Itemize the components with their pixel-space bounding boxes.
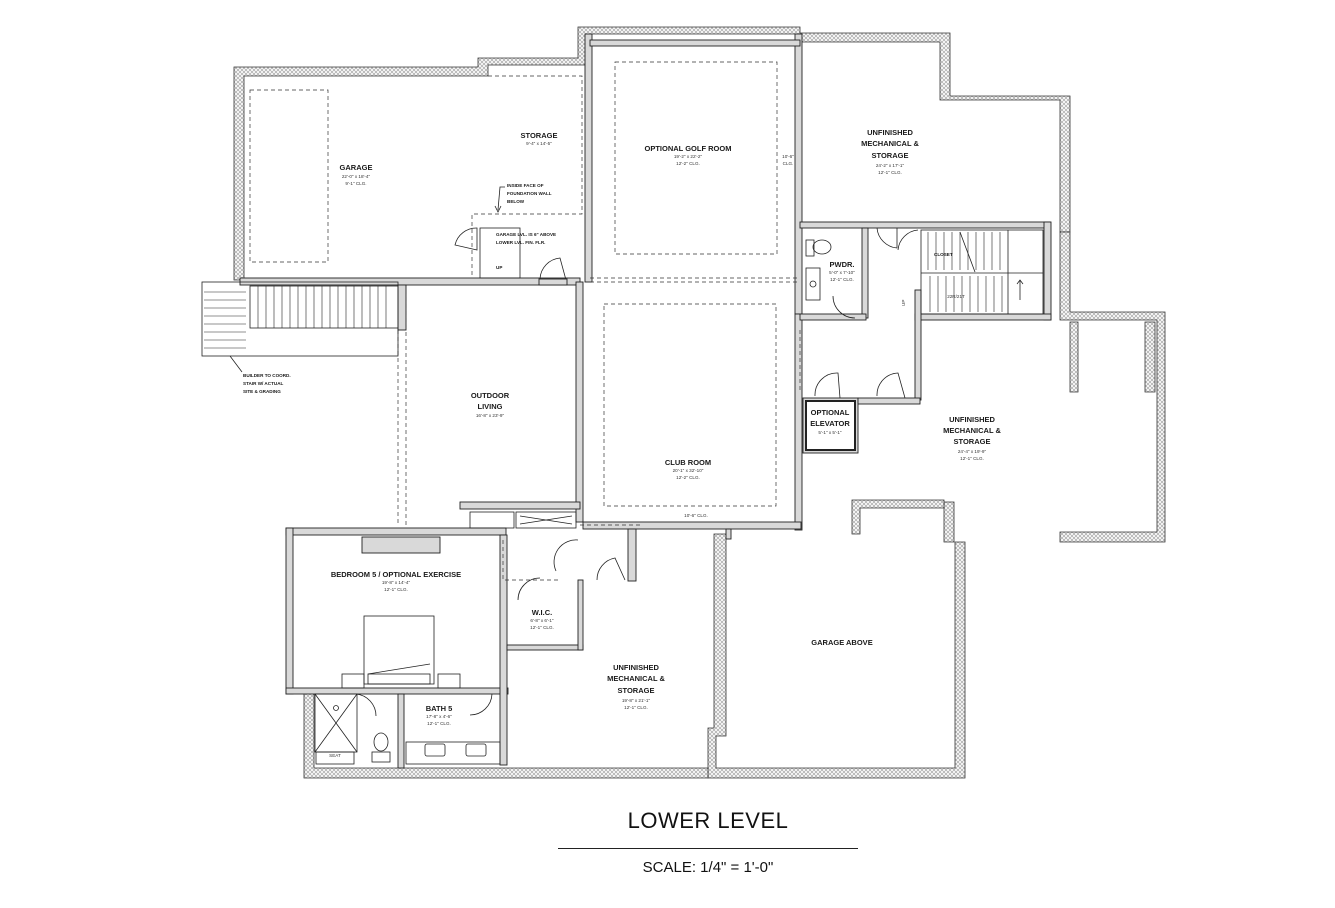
- svg-text:9'-4" x 14'-5": 9'-4" x 14'-5": [526, 141, 552, 146]
- svg-text:ELEVATOR: ELEVATOR: [810, 419, 850, 428]
- room-wic: W.I.C. 6'-8" x 6'-1" 12'-1" CLG.: [530, 608, 554, 630]
- svg-text:19'-8" x 14'-4": 19'-8" x 14'-4": [382, 580, 411, 585]
- svg-text:9'-1" CLG.: 9'-1" CLG.: [345, 181, 366, 186]
- svg-text:CLG.: CLG.: [783, 161, 794, 166]
- svg-text:12'-1" CLG.: 12'-1" CLG.: [830, 277, 854, 282]
- svg-text:MECHANICAL &: MECHANICAL &: [861, 139, 919, 148]
- room-unfinished-1: UNFINISHED MECHANICAL & STORAGE 24'-2" x…: [861, 128, 919, 175]
- room-bedroom: BEDROOM 5 / OPTIONAL EXERCISE 19'-8" x 1…: [331, 570, 461, 592]
- svg-text:5'-1" x 5'-1": 5'-1" x 5'-1": [818, 430, 842, 435]
- svg-text:BATH 5: BATH 5: [426, 704, 453, 713]
- svg-text:STORAGE: STORAGE: [521, 131, 558, 140]
- svg-text:UNFINISHED: UNFINISHED: [613, 663, 659, 672]
- plan-title: LOWER LEVEL: [627, 808, 789, 833]
- door-swings: [355, 227, 919, 717]
- svg-text:6'-8" x 6'-1": 6'-8" x 6'-1": [530, 618, 554, 623]
- svg-text:PWDR.: PWDR.: [830, 260, 855, 269]
- svg-text:FOUNDATION WALL: FOUNDATION WALL: [507, 191, 552, 196]
- svg-text:12'-2" CLG.: 12'-2" CLG.: [676, 161, 700, 166]
- svg-text:5'-0" x 7'-10": 5'-0" x 7'-10": [829, 270, 855, 275]
- svg-text:24'-4" x 19'-9": 24'-4" x 19'-9": [958, 449, 987, 454]
- svg-text:GARAGE ABOVE: GARAGE ABOVE: [811, 638, 872, 647]
- foundation-walls: [233, 26, 1166, 779]
- svg-text:17'-8" x 4'-6": 17'-8" x 4'-6": [426, 714, 452, 719]
- svg-text:12'-1" CLG.: 12'-1" CLG.: [878, 170, 902, 175]
- svg-text:STORAGE: STORAGE: [872, 151, 909, 160]
- room-pwdr: PWDR. 5'-0" x 7'-10" 12'-1" CLG.: [829, 260, 855, 282]
- svg-text:BEDROOM 5 / OPTIONAL EXERCISE: BEDROOM 5 / OPTIONAL EXERCISE: [331, 570, 461, 579]
- title-divider: [558, 848, 858, 849]
- svg-text:12'-1" CLG.: 12'-1" CLG.: [960, 456, 984, 461]
- svg-text:UP: UP: [901, 300, 906, 306]
- plan-scale: SCALE: 1/4" = 1'-0": [642, 859, 774, 876]
- room-club: CLUB ROOM 20'-1" x 32'-10" 12'-2" CLG.: [665, 458, 711, 480]
- svg-text:MECHANICAL &: MECHANICAL &: [607, 674, 665, 683]
- svg-text:22'-0" x 18'-4": 22'-0" x 18'-4": [342, 174, 371, 179]
- room-unfinished-3: UNFINISHED MECHANICAL & STORAGE 19'-8" x…: [607, 663, 665, 710]
- svg-text:UP: UP: [496, 265, 502, 270]
- floor-plan: GARAGE 22'-0" x 18'-4" 9'-1" CLG. STORAG…: [201, 26, 1166, 779]
- dashed-outlines: [249, 61, 801, 581]
- room-garage-above: GARAGE ABOVE: [811, 638, 872, 647]
- svg-text:LOWER LVL. FIN. FLR.: LOWER LVL. FIN. FLR.: [496, 240, 545, 245]
- svg-text:CLUB ROOM: CLUB ROOM: [665, 458, 711, 467]
- svg-text:10'-6": 10'-6": [782, 154, 794, 159]
- svg-text:OUTDOOR: OUTDOOR: [471, 391, 510, 400]
- svg-text:LIVING: LIVING: [477, 402, 502, 411]
- svg-text:CLOSET: CLOSET: [934, 252, 953, 257]
- svg-text:W.I.C.: W.I.C.: [532, 608, 552, 617]
- svg-text:12'-1" CLG.: 12'-1" CLG.: [384, 587, 408, 592]
- svg-text:12'-1" CLG.: 12'-1" CLG.: [624, 705, 648, 710]
- room-elevator: OPTIONAL ELEVATOR 5'-1" x 5'-1": [810, 408, 850, 435]
- room-labels: GARAGE 22'-0" x 18'-4" 9'-1" CLG. STORAG…: [331, 128, 1002, 726]
- stair-exterior: [201, 281, 399, 373]
- svg-text:MECHANICAL &: MECHANICAL &: [943, 426, 1001, 435]
- svg-text:22R/21T: 22R/21T: [947, 294, 965, 299]
- room-golf: OPTIONAL GOLF ROOM 19'-2" x 22'-2" 12'-2…: [645, 144, 732, 166]
- svg-text:BELOW: BELOW: [507, 199, 525, 204]
- svg-text:12'-2" CLG.: 12'-2" CLG.: [676, 475, 700, 480]
- svg-text:UNFINISHED: UNFINISHED: [867, 128, 913, 137]
- svg-text:20'-1" x 32'-10": 20'-1" x 32'-10": [673, 468, 704, 473]
- stair-interior: [920, 229, 1044, 315]
- svg-text:STAIR W/ ACTUAL: STAIR W/ ACTUAL: [243, 381, 284, 386]
- room-bath5: BATH 5 17'-8" x 4'-6" 12'-1" CLG.: [426, 704, 453, 726]
- svg-text:SEAT: SEAT: [329, 753, 341, 758]
- room-storage: STORAGE 9'-4" x 14'-5": [521, 131, 558, 146]
- fixtures: [314, 239, 832, 765]
- svg-text:12'-1" CLG.: 12'-1" CLG.: [530, 625, 554, 630]
- svg-text:SITE & GRADING: SITE & GRADING: [243, 389, 281, 394]
- svg-text:GARAGE LVL. IS 6" ABOVE: GARAGE LVL. IS 6" ABOVE: [496, 232, 556, 237]
- svg-text:BUILDER TO COORD.: BUILDER TO COORD.: [243, 373, 291, 378]
- svg-text:24'-2" x 17'-1": 24'-2" x 17'-1": [876, 163, 905, 168]
- svg-text:12'-1" CLG.: 12'-1" CLG.: [427, 721, 451, 726]
- svg-text:19'-8" x 21'-1": 19'-8" x 21'-1": [622, 698, 651, 703]
- svg-text:STORAGE: STORAGE: [618, 686, 655, 695]
- svg-text:16'-8" x 23'-9": 16'-8" x 23'-9": [476, 413, 505, 418]
- room-unfinished-2: UNFINISHED MECHANICAL & STORAGE 24'-4" x…: [943, 415, 1001, 461]
- svg-text:INSIDE FACE OF: INSIDE FACE OF: [507, 183, 544, 188]
- svg-text:19'-2" x 22'-2": 19'-2" x 22'-2": [674, 154, 703, 159]
- svg-text:STORAGE: STORAGE: [954, 437, 991, 446]
- room-outdoor-living: OUTDOOR LIVING 16'-8" x 23'-9": [471, 391, 510, 418]
- interior-walls: [239, 33, 1052, 769]
- svg-text:OPTIONAL GOLF ROOM: OPTIONAL GOLF ROOM: [645, 144, 732, 153]
- svg-text:UNFINISHED: UNFINISHED: [949, 415, 995, 424]
- room-garage: GARAGE 22'-0" x 18'-4" 9'-1" CLG.: [340, 163, 373, 186]
- svg-text:OPTIONAL: OPTIONAL: [811, 408, 850, 417]
- svg-text:GARAGE: GARAGE: [340, 163, 373, 172]
- svg-text:10'-6" CLG.: 10'-6" CLG.: [684, 513, 708, 518]
- plan-notes: INSIDE FACE OF FOUNDATION WALL BELOW GAR…: [243, 154, 965, 758]
